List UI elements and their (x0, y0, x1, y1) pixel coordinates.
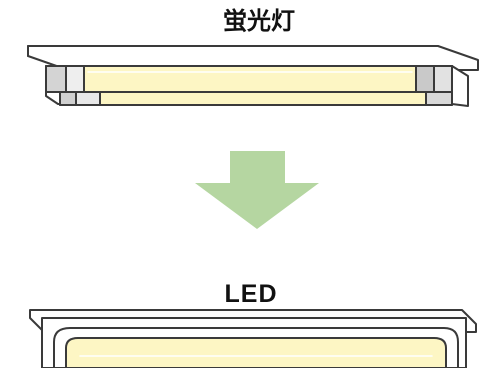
led-fixture-illustration (29, 309, 477, 368)
fluorescent-label: 蛍光灯 (223, 7, 295, 35)
led-label: LED (224, 280, 278, 308)
arrow-down-icon (195, 151, 319, 229)
fluorescent-fixture-illustration (27, 45, 479, 107)
